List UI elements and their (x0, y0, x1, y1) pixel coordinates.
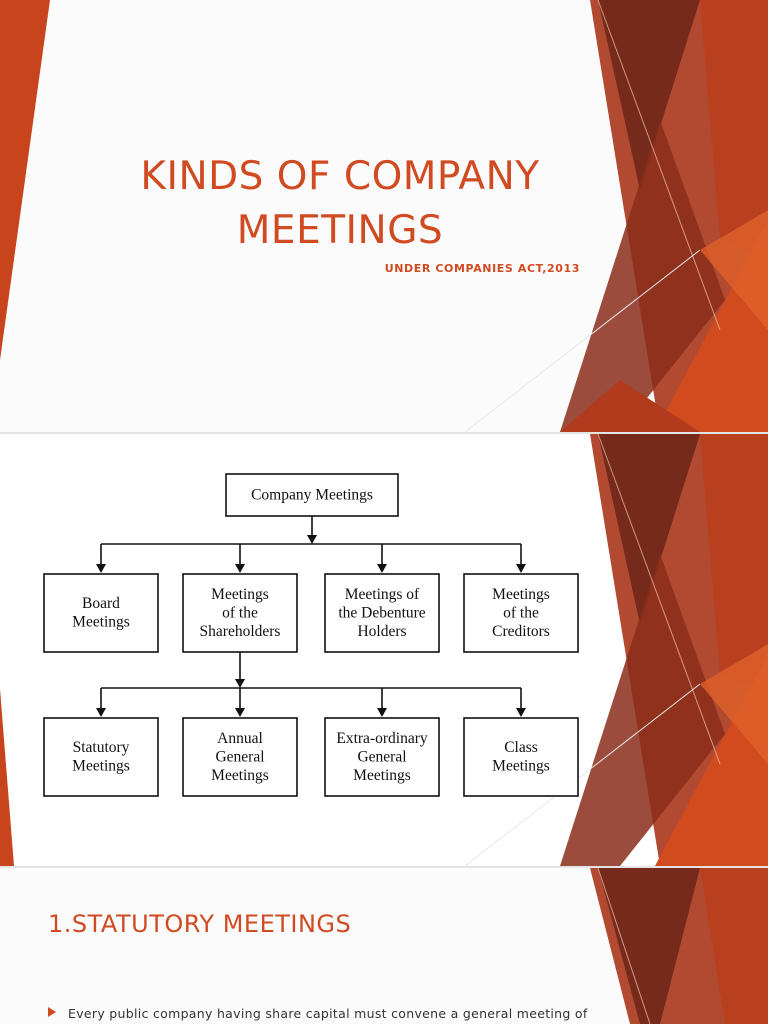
arrow-down-icon (235, 708, 245, 717)
box-creditors-meetings-label-line: Meetings (492, 586, 550, 603)
box-class-meetings-label-line: Class (504, 739, 538, 756)
arrow-down-icon (235, 679, 245, 688)
bullet-arrow-icon (48, 1007, 56, 1017)
arrow-down-icon (516, 708, 526, 717)
box-extraordinary-general-meetings-label-line: Meetings (353, 767, 411, 784)
box-annual-general-meetings-frame (182, 717, 298, 797)
box-annual-general-meetings-label-line: Annual (217, 730, 263, 747)
box-creditors-meetings-label-line: Creditors (492, 623, 550, 640)
arrow-down-icon (377, 708, 387, 717)
slide-decoration (0, 0, 768, 432)
box-shareholders-meetings-frame (182, 573, 298, 653)
box-board-meetings-label-line: Meetings (72, 614, 130, 631)
slide-decoration (590, 868, 768, 1024)
box-debenture-holders-meetings-label-line: Holders (357, 623, 406, 640)
box-shareholders-meetings-label-line: of the (222, 604, 258, 621)
root-box-company-meetings: Company Meetings (225, 473, 399, 517)
bullet-item: Every public company having share capita… (48, 1003, 608, 1022)
box-extraordinary-general-meetings-label-line: General (357, 748, 406, 765)
box-statutory-meetings-frame (43, 717, 159, 797)
box-annual-general-meetings-label-line: Meetings (211, 767, 269, 784)
arrow-down-icon (516, 564, 526, 573)
arrow-down-icon (96, 564, 106, 573)
box-creditors-meetings-label-line: of the (503, 604, 539, 621)
box-debenture-holders-meetings-label-line: Meetings of (345, 586, 420, 603)
box-shareholders-meetings-label-line: Meetings (211, 586, 269, 603)
slide-divider (0, 432, 768, 434)
bullet-text: Every public company having share capita… (68, 1006, 588, 1021)
box-class-meetings-frame (463, 717, 579, 797)
box-creditors-meetings-frame (463, 573, 579, 653)
box-extraordinary-general-meetings-label-line: Extra-ordinary (336, 730, 427, 747)
box-statutory-meetings-label-line: Statutory (73, 739, 130, 756)
box-debenture-holders-meetings-frame (324, 573, 440, 653)
arrow-down-icon (377, 564, 387, 573)
statutory-slide: 1.STATUTORY MEETINGS Every public compan… (0, 868, 768, 1024)
slide-decoration (0, 434, 768, 866)
box-board-meetings-frame (43, 573, 159, 653)
arrow-down-icon (96, 708, 106, 717)
box-debenture-holders-meetings-label-line: the Debenture (338, 604, 425, 621)
box-statutory-meetings-label-line: Meetings (72, 758, 130, 775)
arrow-down-icon (307, 535, 317, 544)
box-extraordinary-general-meetings-frame (324, 717, 440, 797)
slide-title: KINDS OF COMPANY MEETINGS (100, 150, 580, 258)
title-line-2: MEETINGS (236, 208, 444, 253)
box-class-meetings-label-line: Meetings (492, 758, 550, 775)
root-box-company-meetings-label-line: Company Meetings (251, 486, 373, 503)
slide-divider (0, 866, 768, 868)
box-annual-general-meetings-label-line: General (215, 748, 264, 765)
slide-subtitle: UNDER COMPANIES ACT,2013 (384, 262, 580, 275)
left-stripe (0, 0, 50, 360)
arrow-down-icon (235, 564, 245, 573)
title-slide: KINDS OF COMPANY MEETINGS UNDER COMPANIE… (0, 0, 768, 432)
company-meetings-chart: Company MeetingsBoardMeetingsMeetingsof … (43, 473, 579, 797)
root-box-company-meetings-frame (225, 473, 399, 517)
box-board-meetings-label-line: Board (82, 595, 120, 612)
box-shareholders-meetings-label-line: Shareholders (200, 623, 281, 640)
section-heading: 1.STATUTORY MEETINGS (48, 910, 352, 938)
title-line-1: KINDS OF COMPANY (140, 154, 540, 199)
